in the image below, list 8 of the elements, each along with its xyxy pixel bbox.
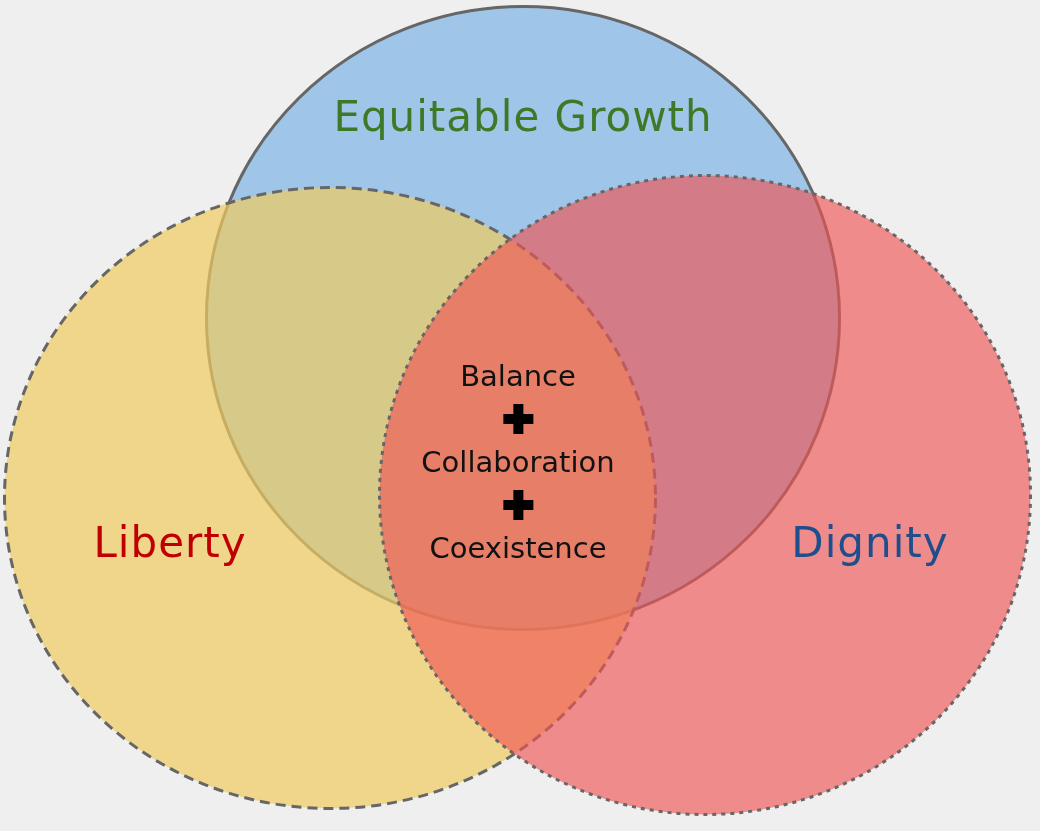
- venn-circle: [3, 186, 657, 810]
- center-label: Coexistence: [429, 531, 607, 565]
- venn-circle: [378, 174, 1032, 816]
- center-label: Collaboration: [421, 445, 615, 479]
- circle-title: Equitable Growth: [333, 91, 713, 141]
- center-label: Balance: [460, 359, 576, 393]
- circle-title: Dignity: [791, 517, 949, 567]
- circle-title: Liberty: [93, 517, 247, 567]
